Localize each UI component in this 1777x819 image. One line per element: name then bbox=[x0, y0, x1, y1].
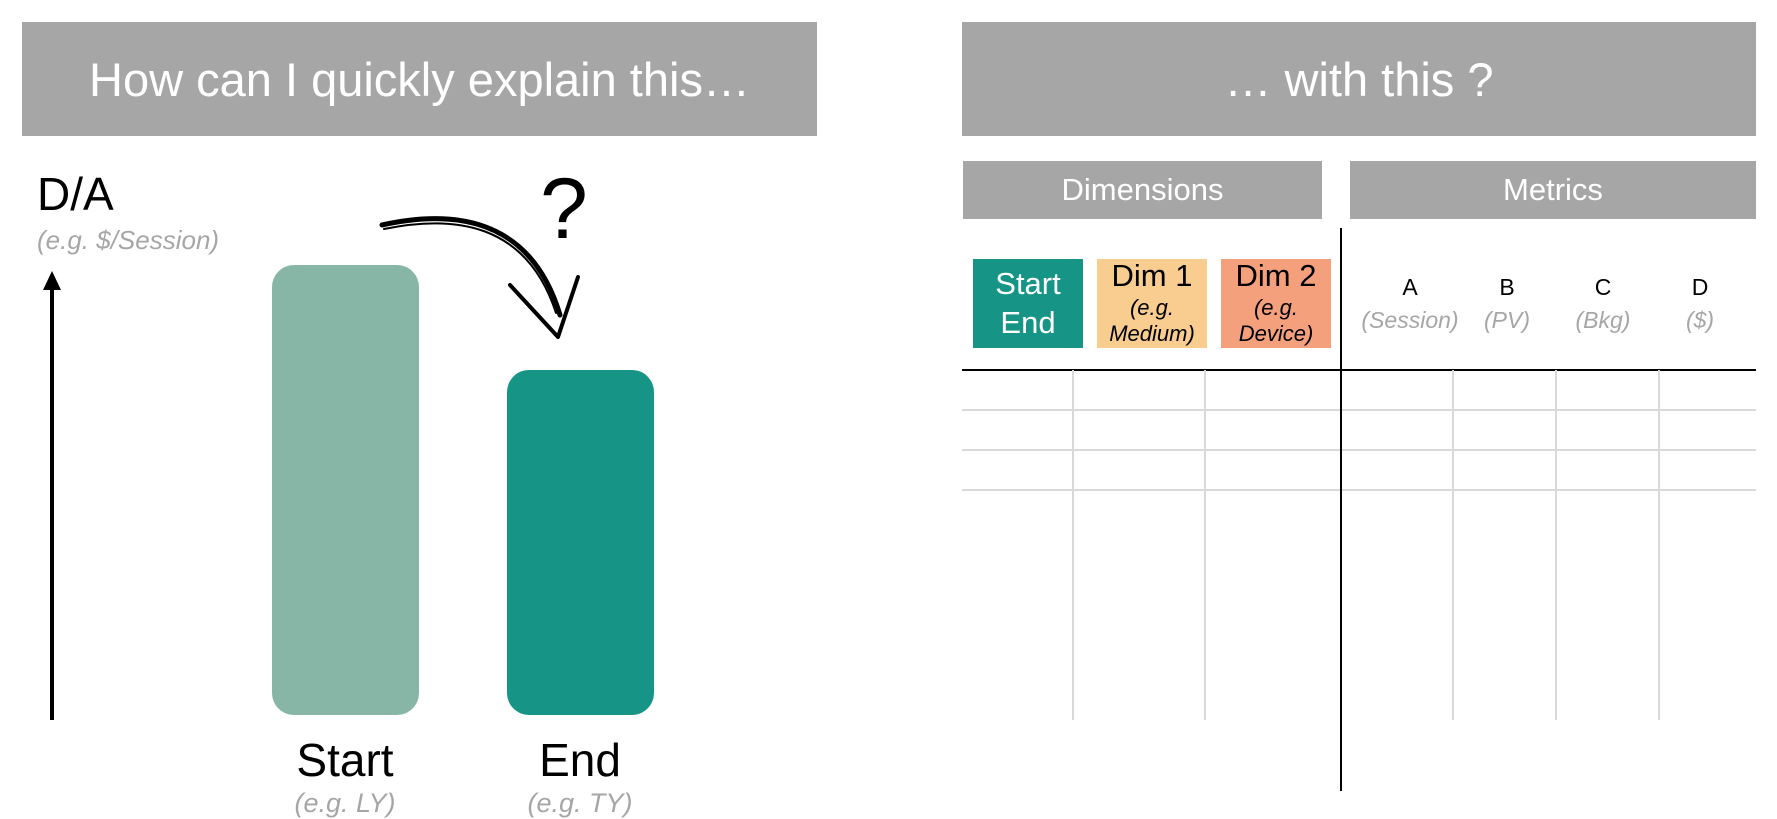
metric-c-letter: C bbox=[1594, 274, 1612, 300]
dimension-1-title: Dim 1 bbox=[1111, 257, 1193, 293]
metric-column-c: C (Bkg) bbox=[1548, 274, 1658, 334]
dimension-start-end: Start End bbox=[973, 259, 1083, 348]
category-label-start: Start bbox=[296, 734, 394, 786]
dimension-end-label: End bbox=[1000, 304, 1056, 340]
y-axis-label: D/A bbox=[37, 168, 114, 220]
curved-arrow-icon bbox=[379, 216, 580, 339]
metric-c-example: (Bkg) bbox=[1575, 307, 1631, 333]
metric-a-letter: A bbox=[1402, 274, 1418, 300]
metric-column-d: D ($) bbox=[1645, 274, 1755, 334]
dimension-1: Dim 1 (e.g.Medium) bbox=[1097, 259, 1207, 348]
metric-d-example: ($) bbox=[1685, 307, 1715, 333]
metric-d-letter: D bbox=[1691, 274, 1709, 300]
metric-column-b: B (PV) bbox=[1452, 274, 1562, 334]
dimensions-header: Dimensions bbox=[963, 161, 1322, 219]
metrics-header: Metrics bbox=[1350, 161, 1756, 219]
metric-column-a: A (Session) bbox=[1355, 274, 1465, 334]
y-axis-arrow bbox=[43, 271, 61, 720]
left-title: How can I quickly explain this… bbox=[89, 52, 750, 106]
y-axis-example: (e.g. $/Session) bbox=[37, 225, 220, 255]
metric-b-example: (PV) bbox=[1484, 307, 1530, 333]
metric-a-example: (Session) bbox=[1361, 307, 1459, 333]
category-label-end: End bbox=[539, 734, 621, 786]
right-title: … with this ? bbox=[1224, 52, 1494, 106]
dimension-1-example: (e.g.Medium) bbox=[1109, 294, 1195, 346]
metric-b-letter: B bbox=[1499, 274, 1515, 300]
bar-end bbox=[507, 370, 654, 715]
dimension-2-example: (e.g.Device) bbox=[1238, 294, 1314, 346]
dimension-2: Dim 2 (e.g.Device) bbox=[1221, 259, 1331, 348]
dimension-2-title: Dim 2 bbox=[1235, 257, 1317, 293]
bar-start bbox=[272, 265, 419, 715]
category-example-start: (e.g. LY) bbox=[294, 788, 396, 818]
table-grid bbox=[962, 228, 1756, 791]
category-example-end: (e.g. TY) bbox=[527, 788, 633, 818]
dimension-start-label: Start bbox=[995, 265, 1061, 301]
question-mark: ? bbox=[540, 161, 588, 257]
right-title-banner: … with this ? bbox=[962, 22, 1756, 136]
left-title-banner: How can I quickly explain this… bbox=[22, 22, 817, 136]
